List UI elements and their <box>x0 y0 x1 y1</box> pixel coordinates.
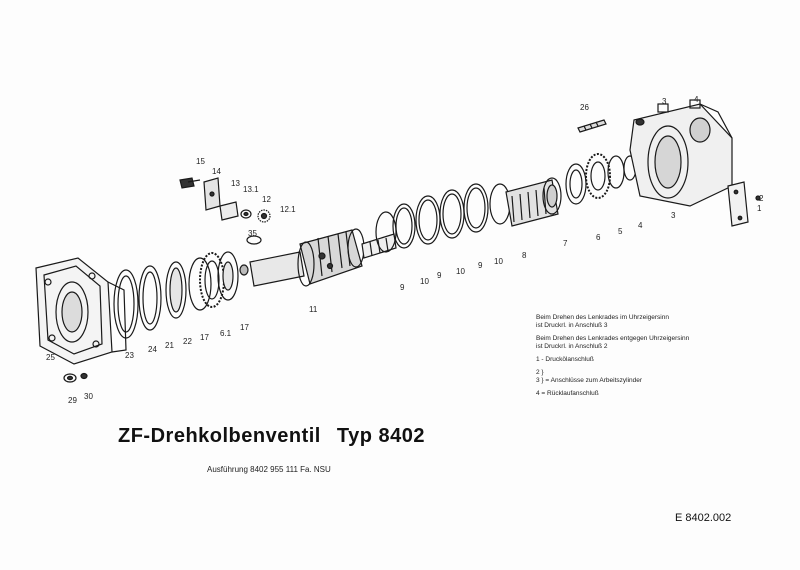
cover-plate <box>727 181 761 227</box>
end-flange <box>35 257 127 365</box>
drawing-code: E 8402.002 <box>675 512 732 524</box>
part-label-9c: 9 <box>478 261 483 270</box>
part-label-3-top: 3 <box>662 97 667 106</box>
part-label-14: 14 <box>212 167 221 176</box>
note-line-3: Beim Drehen des Lenkrades entgegen Uhrze… <box>536 335 690 342</box>
small-parts-group <box>179 177 271 245</box>
part-label-29: 29 <box>68 396 77 405</box>
part-label-10c: 10 <box>494 257 503 266</box>
drawing-title: ZF-Drehkolbenventil Typ 8402 <box>118 425 425 448</box>
part-label-6-1: 6.1 <box>220 329 232 338</box>
part-label-2: 2 <box>759 194 764 203</box>
part-label-24: 24 <box>148 345 157 354</box>
part-label-10a: 10 <box>420 277 429 286</box>
pin <box>577 119 607 133</box>
piston-rings-middle <box>375 183 511 253</box>
part-label-9b: 9 <box>437 271 442 280</box>
part-label-30: 30 <box>84 392 93 401</box>
part-label-9a: 9 <box>400 283 405 292</box>
part-label-6: 6 <box>596 233 601 242</box>
part-label-4-top: 4 <box>694 95 699 104</box>
part-label-17b: 17 <box>240 323 249 332</box>
part-label-10b: 10 <box>456 267 465 276</box>
legend-line-3: 3 } = Anschlüsse zum Arbeitszylinder <box>536 377 643 384</box>
valve-housing <box>629 99 733 207</box>
note-line-1: Beim Drehen des Lenkrades im Uhrzeigersi… <box>536 314 669 321</box>
title-main: ZF-Drehkolbenventil <box>118 425 321 447</box>
seal-rings-right <box>565 153 637 205</box>
part-label-13: 13 <box>231 179 240 188</box>
nut-and-washer <box>63 372 88 383</box>
valve-spool <box>505 177 562 227</box>
legend-line-1: 1 - Druckölanschluß <box>536 356 594 363</box>
part-label-25: 25 <box>46 353 55 362</box>
part-label-11: 11 <box>309 305 318 314</box>
legend-line-2: 2 } <box>536 369 544 376</box>
part-label-12-1: 12.1 <box>280 205 296 214</box>
legend-line-4: 4 = Rücklaufanschluß <box>536 390 599 397</box>
note-line-2: ist Druckrl. in Anschluß 3 <box>536 322 608 329</box>
part-label-8: 8 <box>522 251 527 260</box>
function-notes: Beim Drehen des Lenkrades im Uhrzeigersi… <box>536 314 689 398</box>
part-label-23: 23 <box>125 351 134 360</box>
seal-rings-left <box>113 261 187 339</box>
part-label-21: 21 <box>165 341 174 350</box>
part-label-12: 12 <box>262 195 271 204</box>
part-label-7: 7 <box>563 239 568 248</box>
rotary-piston-shaft <box>249 228 397 287</box>
part-label-26-top: 26 <box>580 103 589 112</box>
part-label-3: 3 <box>671 211 676 220</box>
part-label-13-1: 13.1 <box>243 185 259 194</box>
part-label-5: 5 <box>618 227 623 236</box>
part-label-4: 4 <box>638 221 643 230</box>
note-line-4: ist Druckrl. in Anschluß 2 <box>536 343 608 350</box>
part-label-35: 35 <box>248 229 257 238</box>
part-label-17a: 17 <box>200 333 209 342</box>
axial-bearing-set <box>188 251 249 311</box>
drawing-subtitle: Ausführung 8402 955 111 Fa. NSU <box>207 465 331 474</box>
part-label-1: 1 <box>757 204 762 213</box>
part-label-15: 15 <box>196 157 205 166</box>
title-type: Typ 8402 <box>336 425 425 447</box>
part-label-22: 22 <box>183 337 192 346</box>
